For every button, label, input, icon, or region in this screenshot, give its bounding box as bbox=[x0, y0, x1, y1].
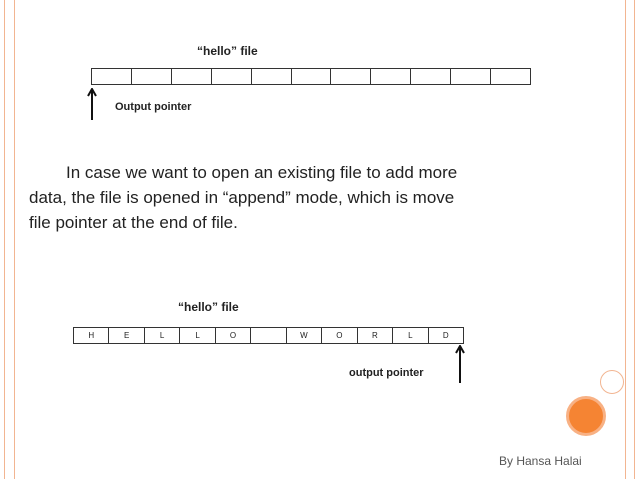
file-cell: L bbox=[180, 328, 216, 343]
file-cell bbox=[451, 69, 492, 84]
file-cell: W bbox=[287, 328, 323, 343]
left-frame-border bbox=[4, 0, 15, 479]
file-cell: O bbox=[322, 328, 358, 343]
right-frame-border bbox=[625, 0, 635, 479]
file-cell bbox=[251, 328, 287, 343]
up-arrow-icon bbox=[87, 88, 97, 120]
file-cell: L bbox=[145, 328, 181, 343]
author-credit: By Hansa Halai bbox=[499, 454, 582, 468]
decorative-orange-circle bbox=[566, 396, 606, 436]
top-file-label: “hello” file bbox=[197, 44, 258, 58]
file-cell: R bbox=[358, 328, 394, 343]
explanation-paragraph: In case we want to open an existing file… bbox=[29, 160, 589, 235]
file-cell bbox=[212, 69, 252, 84]
paragraph-line-1: In case we want to open an existing file… bbox=[66, 163, 458, 182]
file-cell bbox=[292, 69, 332, 84]
decorative-small-circle bbox=[600, 370, 624, 394]
file-cell bbox=[92, 69, 132, 84]
file-cell: L bbox=[393, 328, 429, 343]
file-cell bbox=[331, 69, 372, 84]
file-cell: H bbox=[74, 328, 110, 343]
bottom-pointer-label: output pointer bbox=[349, 367, 424, 379]
top-file-cells bbox=[91, 68, 531, 85]
file-cell bbox=[371, 69, 412, 84]
file-cell bbox=[411, 69, 452, 84]
file-cell: E bbox=[109, 328, 145, 343]
file-cell bbox=[252, 69, 292, 84]
file-cell: O bbox=[216, 328, 252, 343]
paragraph-line-3: file pointer at the end of file. bbox=[29, 213, 238, 232]
file-cell bbox=[132, 69, 172, 84]
file-cell bbox=[172, 69, 212, 84]
bottom-file-label: “hello” file bbox=[178, 300, 239, 314]
up-arrow-icon bbox=[455, 345, 465, 383]
paragraph-line-2: data, the file is opened in “append” mod… bbox=[29, 188, 455, 207]
file-cell bbox=[491, 69, 530, 84]
file-cell: D bbox=[442, 331, 449, 340]
top-pointer-label: Output pointer bbox=[115, 101, 192, 113]
